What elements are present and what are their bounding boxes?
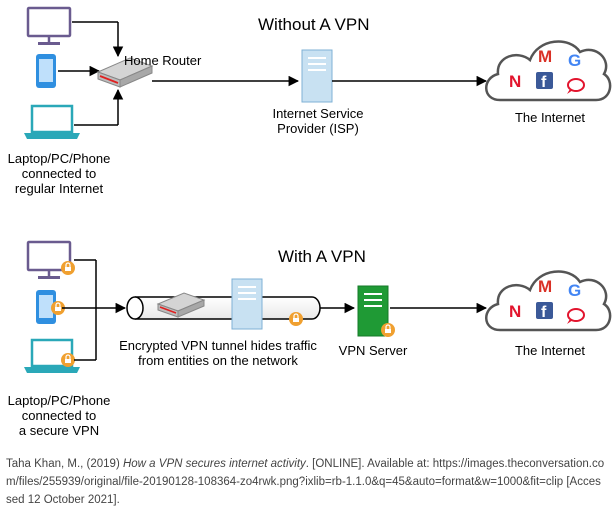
top-title: Without A VPN	[258, 15, 370, 34]
desktop-monitor-icon	[26, 6, 72, 45]
netflix-icon: N	[509, 302, 521, 321]
lock-icon	[61, 261, 75, 275]
gmail-icon: M	[538, 47, 552, 66]
facebook-icon: f	[541, 74, 547, 91]
internet-label: The Internet	[514, 110, 586, 125]
google-icon: G	[568, 51, 581, 70]
phone-icon	[36, 54, 56, 88]
home-router-icon	[96, 57, 154, 88]
bottom-devices-label-line2: connected to	[21, 408, 97, 423]
gmail-icon: M	[538, 277, 552, 296]
tunnel-label-line2: from entities on the network	[138, 353, 298, 368]
facebook-icon: f	[541, 304, 547, 321]
citation-title: How a VPN secures internet activity	[122, 458, 306, 470]
tunnel-isp-server-icon	[231, 278, 263, 330]
tunnel-router-icon	[156, 292, 206, 318]
internet-cloud-icon: N M G f	[485, 40, 612, 102]
isp-label-line2: Provider (ISP)	[277, 121, 359, 136]
lock-icon	[381, 323, 395, 337]
device-to-tunnel-lines	[62, 259, 127, 361]
desktop-monitor-icon	[26, 240, 72, 279]
lock-icon	[51, 301, 65, 315]
lock-icon	[61, 353, 75, 367]
internet-cloud-icon: N M G f	[485, 270, 612, 332]
phone-icon	[36, 290, 56, 324]
top-devices-label-line2: connected to	[21, 166, 97, 181]
laptop-icon	[24, 104, 80, 139]
top-devices-label-line3: regular Internet	[14, 181, 104, 196]
vpn-server-label: VPN Server	[338, 343, 408, 358]
isp-label-line1: Internet Service	[272, 106, 364, 121]
internet-label: The Internet	[514, 343, 586, 358]
top-devices-label-line1: Laptop/PC/Phone	[7, 151, 111, 166]
citation: Taha Khan, M., (2019) How a VPN secures …	[6, 455, 606, 509]
bottom-devices-label-line3: a secure VPN	[18, 423, 100, 438]
isp-server-icon	[301, 49, 333, 103]
tunnel-label-line1: Encrypted VPN tunnel hides traffic	[119, 338, 317, 353]
google-icon: G	[568, 281, 581, 300]
chat-bubble-icon	[567, 308, 585, 324]
bottom-title: With A VPN	[278, 247, 366, 266]
netflix-icon: N	[509, 72, 521, 91]
citation-author: Taha Khan, M., (2019)	[6, 458, 123, 470]
chat-bubble-icon	[567, 78, 585, 94]
facebook-icon-bg	[536, 72, 553, 89]
lock-icon	[289, 312, 303, 326]
router-label: Home Router	[124, 53, 202, 68]
facebook-icon-bg	[536, 302, 553, 319]
bottom-devices-label-line1: Laptop/PC/Phone	[7, 393, 111, 408]
citation-rest: . [ONLINE]. Available at: https://images…	[6, 458, 605, 506]
device-to-router-lines	[58, 21, 124, 126]
